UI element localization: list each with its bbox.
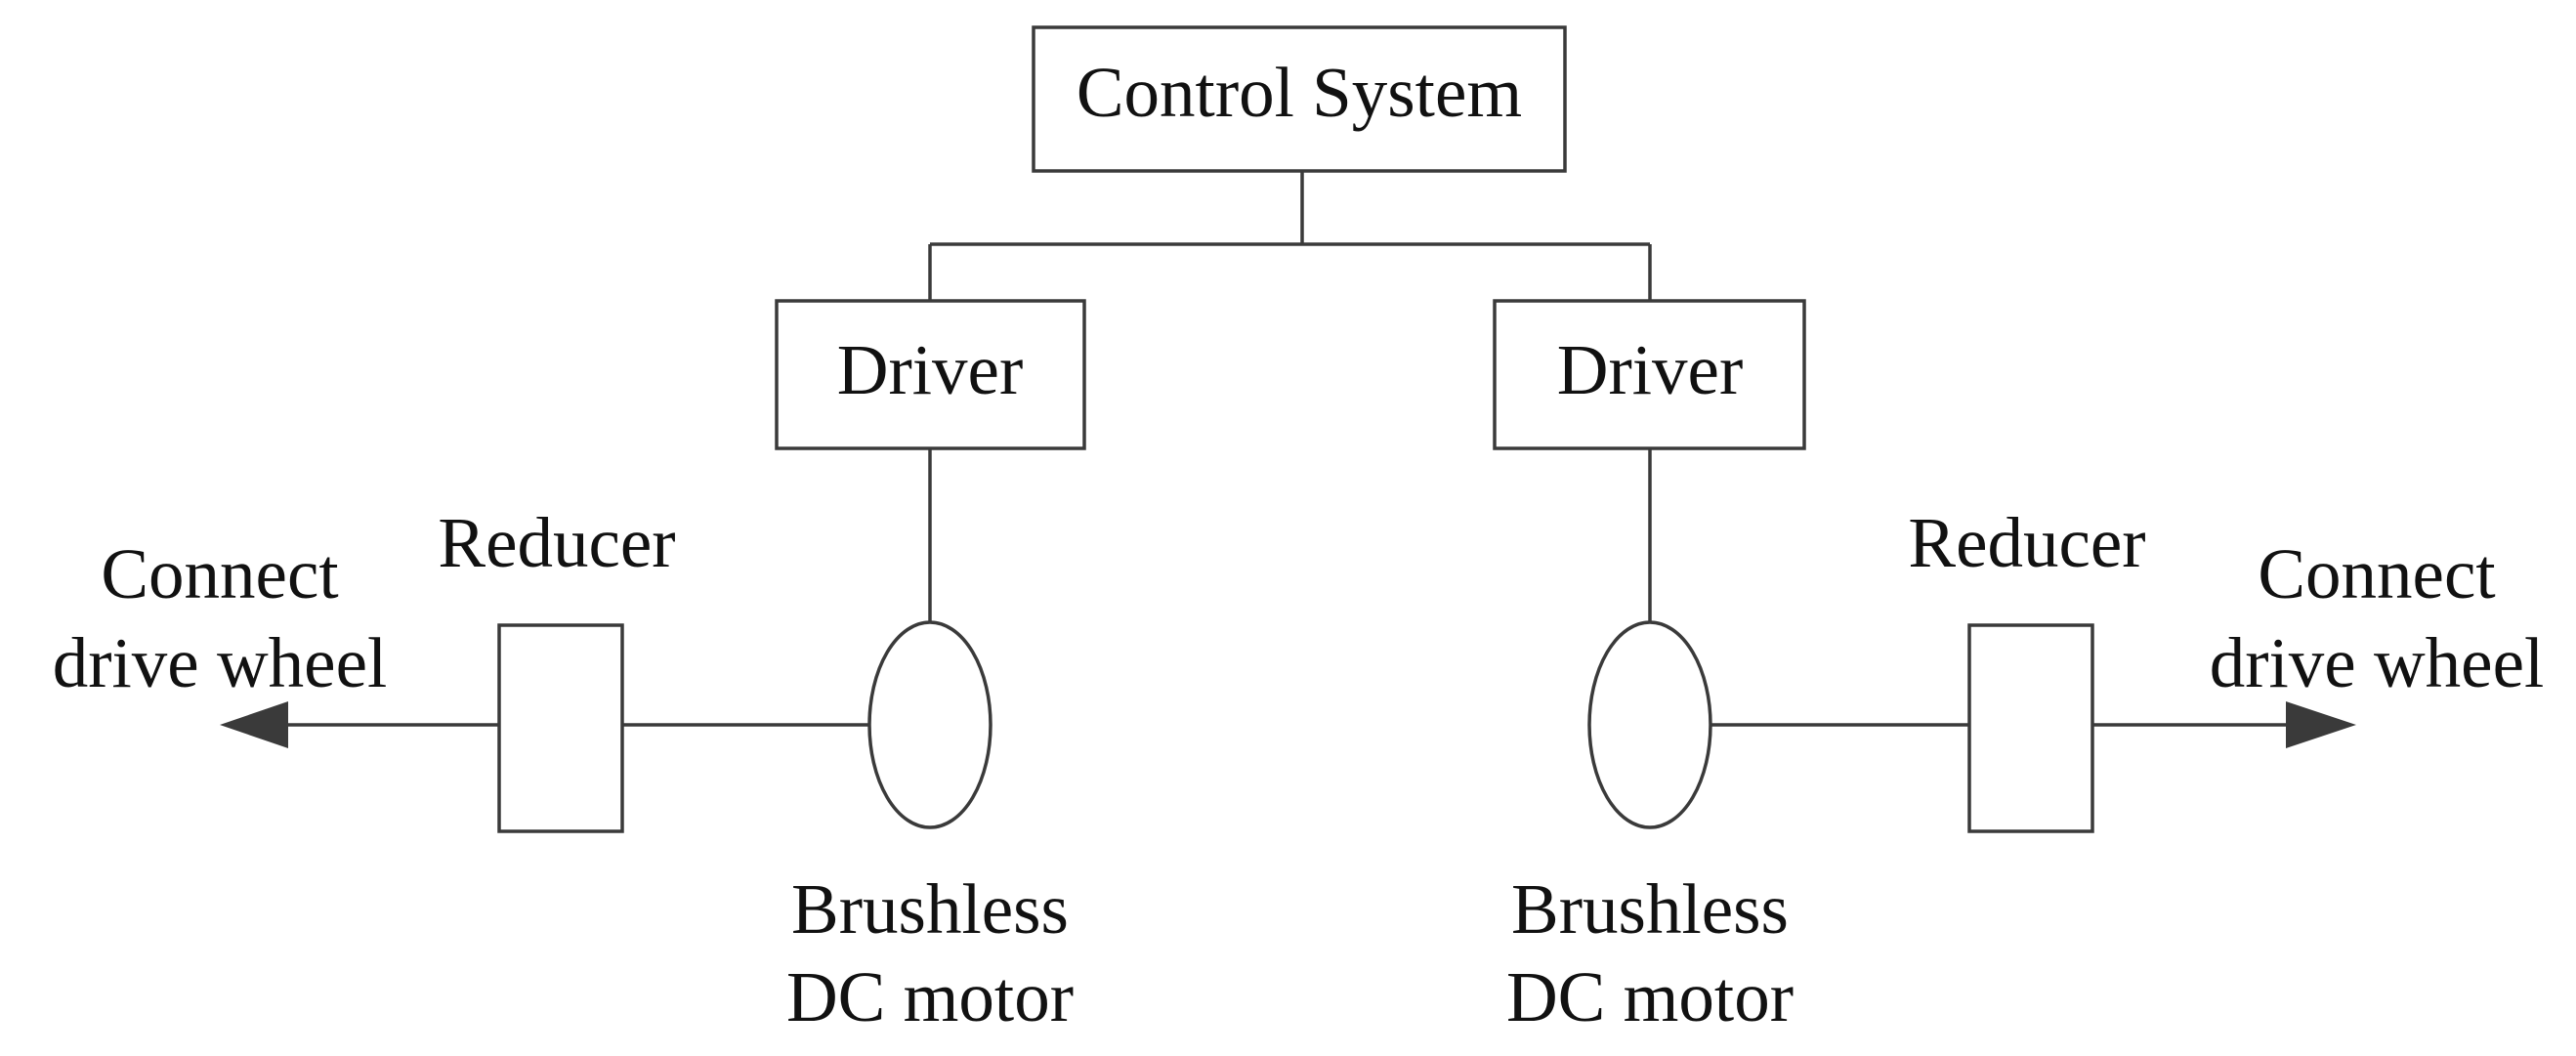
right-reducer-label: Reducer (1908, 503, 2145, 582)
right-motor-label-line1: Brushless (1511, 869, 1789, 949)
right-motor-ellipse (1587, 620, 1712, 829)
control-system-label: Control System (1077, 53, 1522, 132)
right-output-arrowhead (2286, 701, 2356, 748)
left-reducer-box (497, 623, 624, 833)
left-motor-label-line1: Brushless (791, 869, 1069, 949)
right-driver-box (1493, 299, 1806, 450)
left-output-label-line2: drive wheel (53, 623, 388, 702)
left-reducer-label: Reducer (438, 503, 675, 582)
right-motor-label-line2: DC motor (1506, 957, 1794, 1036)
left-motor-label-line2: DC motor (786, 957, 1074, 1036)
right-driver-label: Driver (1557, 330, 1744, 409)
right-output-label-line2: drive wheel (2210, 623, 2545, 702)
left-output-label-line1: Connect (101, 534, 338, 613)
control-system-box (1032, 25, 1567, 173)
right-reducer-box (1967, 623, 2094, 833)
left-driver-label: Driver (837, 330, 1024, 409)
right-output-label-line1: Connect (2258, 534, 2495, 613)
left-motor-ellipse (867, 620, 992, 829)
left-output-arrowhead (220, 701, 288, 748)
